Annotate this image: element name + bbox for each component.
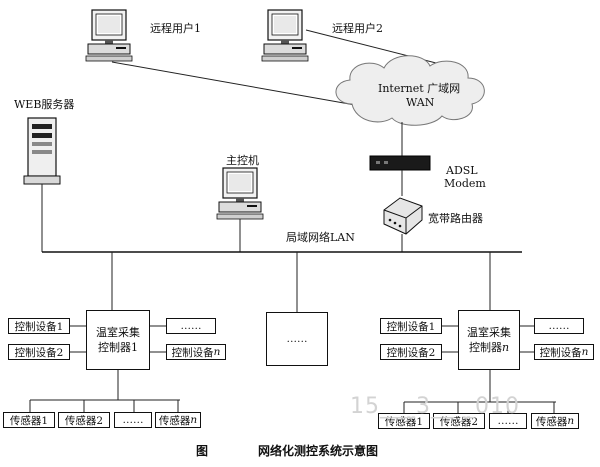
internet-label-line1: Internet 广域网 xyxy=(378,82,461,95)
left-sensor-2: 传感器2 xyxy=(58,412,110,428)
figure-caption-title: 网络化测控系统示意图 xyxy=(258,444,379,458)
left-control-device-1: 控制设备1 xyxy=(8,318,70,334)
right-controller-line1: 温室采集 xyxy=(467,326,511,339)
left-sensor-n-text: 传感器 xyxy=(158,414,191,427)
right-sensor-2: 传感器2 xyxy=(433,413,485,429)
right-control-device-2: 控制设备2 xyxy=(380,344,442,360)
internet-label-line2: WAN xyxy=(406,96,435,109)
main-computer-icon xyxy=(216,167,264,220)
remote-user-2-label: 远程用户2 xyxy=(332,22,383,35)
adsl-label-line2: Modem xyxy=(444,177,486,190)
left-sensor-dots: …… xyxy=(114,412,152,428)
remote-user-1-label: 远程用户1 xyxy=(150,22,201,35)
right-control-device-n-var: n xyxy=(581,346,589,358)
left-control-device-2: 控制设备2 xyxy=(8,344,70,360)
left-controller-line1: 温室采集 xyxy=(96,326,140,339)
router-label: 宽带路由器 xyxy=(428,212,483,225)
right-control-device-dots: …… xyxy=(534,318,584,334)
adsl-label-line1: ADSL xyxy=(446,164,478,177)
right-controller-line2: 控制器n xyxy=(469,340,509,355)
remote-user-2-computer-icon xyxy=(261,9,309,62)
remote-user-1-computer-icon xyxy=(85,9,133,62)
right-control-device-1: 控制设备1 xyxy=(380,318,442,334)
left-control-device-n-var: n xyxy=(213,346,221,358)
web-server-label: WEB服务器 xyxy=(14,98,75,111)
right-control-device-n-text: 控制设备 xyxy=(539,346,582,359)
lan-label: 局域网络LAN xyxy=(286,231,355,244)
right-sensor-1: 传感器1 xyxy=(378,413,430,429)
right-sensor-n-text: 传感器 xyxy=(535,415,568,428)
left-sensor-1: 传感器1 xyxy=(3,412,55,428)
left-greenhouse-controller: 温室采集 控制器1 xyxy=(86,310,150,370)
web-server-icon xyxy=(23,117,61,185)
left-controller-line2: 控制器1 xyxy=(98,341,138,354)
right-sensor-dots: …… xyxy=(489,413,527,429)
figure-caption-prefix: 图 xyxy=(196,444,209,458)
right-controller-n-var: n xyxy=(501,341,510,354)
left-sensor-n-var: n xyxy=(190,414,198,426)
right-sensor-n-var: n xyxy=(567,415,575,427)
adsl-modem-icon xyxy=(369,155,431,171)
right-controller-line2-text: 控制器 xyxy=(468,341,502,354)
right-greenhouse-controller: 温室采集 控制器n xyxy=(458,310,520,370)
internet-cloud-icon xyxy=(335,55,485,126)
left-control-device-dots: …… xyxy=(166,318,216,334)
middle-group-placeholder: …… xyxy=(266,312,328,366)
main-computer-label: 主控机 xyxy=(226,154,259,167)
broadband-router-icon xyxy=(383,197,423,235)
left-control-device-n-text: 控制设备 xyxy=(171,346,214,359)
watermark-text: 15___3__ _010 xyxy=(350,394,520,419)
